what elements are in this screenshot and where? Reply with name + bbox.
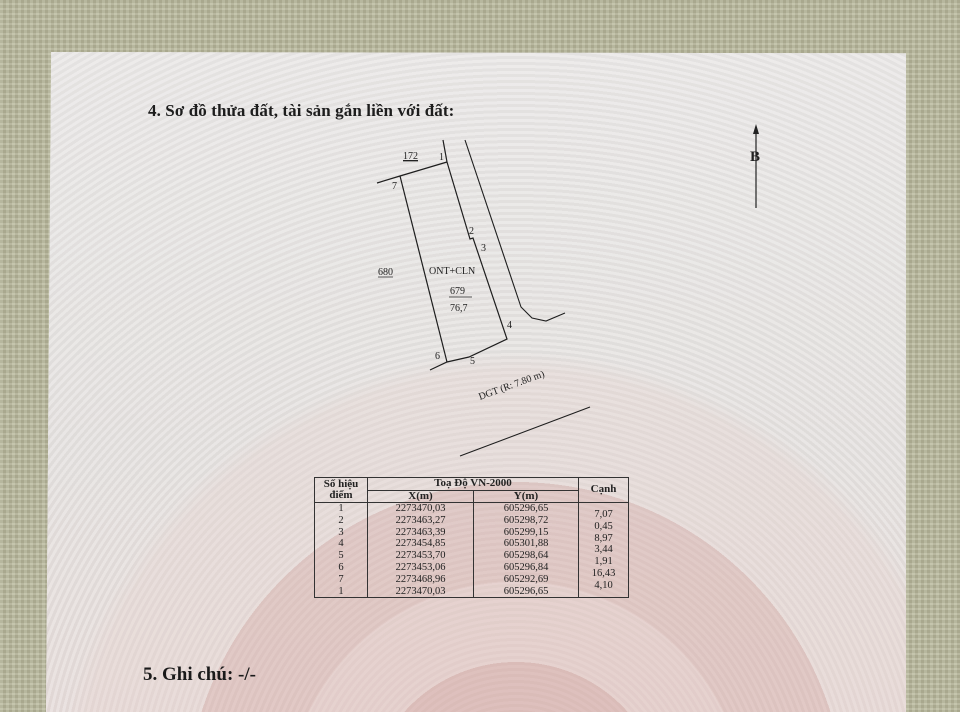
road-label: DGT (R: 7.80 m) — [477, 369, 546, 403]
parcel-area: 76,7 — [450, 303, 468, 314]
header-x: X(m) — [367, 489, 474, 503]
x-column: 2273470,03 2273463,27 2273463,39 2273454… — [367, 501, 474, 599]
header-y: Y(m) — [473, 489, 579, 503]
certificate-page — [46, 52, 906, 712]
vertex-label-7: 7 — [392, 181, 397, 192]
north-label: B — [750, 149, 760, 165]
neighbor-parcel-172: 172 — [403, 151, 418, 162]
north-arrow-icon — [753, 124, 759, 208]
section-5-notes: 5. Ghi chú: -/- — [143, 664, 256, 685]
vertex-label-4: 4 — [507, 320, 512, 331]
vertex-label-3: 3 — [481, 243, 486, 254]
neighbor-parcel-680: 680 — [378, 267, 393, 278]
point-id-column: 1 2 3 4 5 6 7 1 — [314, 501, 368, 599]
header-point-id: Số hiệu điểm — [314, 477, 368, 503]
road-centerline — [459, 406, 591, 457]
vertex-label-1: 1 — [439, 152, 444, 163]
land-use-code: ONT+CLN — [429, 266, 475, 277]
section-4-heading: 4. Sơ đồ thửa đất, tài sản gắn liền với … — [148, 101, 455, 120]
edge-length-column: 7,07 0,45 8,97 3,44 1,91 16,43 4,10 — [578, 501, 629, 599]
y-column: 605296,65 605298,72 605299,15 605301,88 … — [473, 501, 579, 599]
parcel-boundary — [376, 139, 508, 371]
header-coordinate-system: Toạ Độ VN-2000 — [367, 477, 579, 491]
parcel-number: 679 — [450, 286, 465, 297]
vertex-label-2: 2 — [469, 226, 474, 237]
road-edge-line — [464, 139, 566, 322]
coordinate-table: Số hiệu điểm Toạ Độ VN-2000 Cạnh X(m) Y(… — [314, 477, 629, 599]
header-edge-length: Cạnh — [578, 477, 629, 503]
vertex-label-5: 5 — [470, 356, 475, 367]
vertex-label-6: 6 — [435, 351, 440, 362]
